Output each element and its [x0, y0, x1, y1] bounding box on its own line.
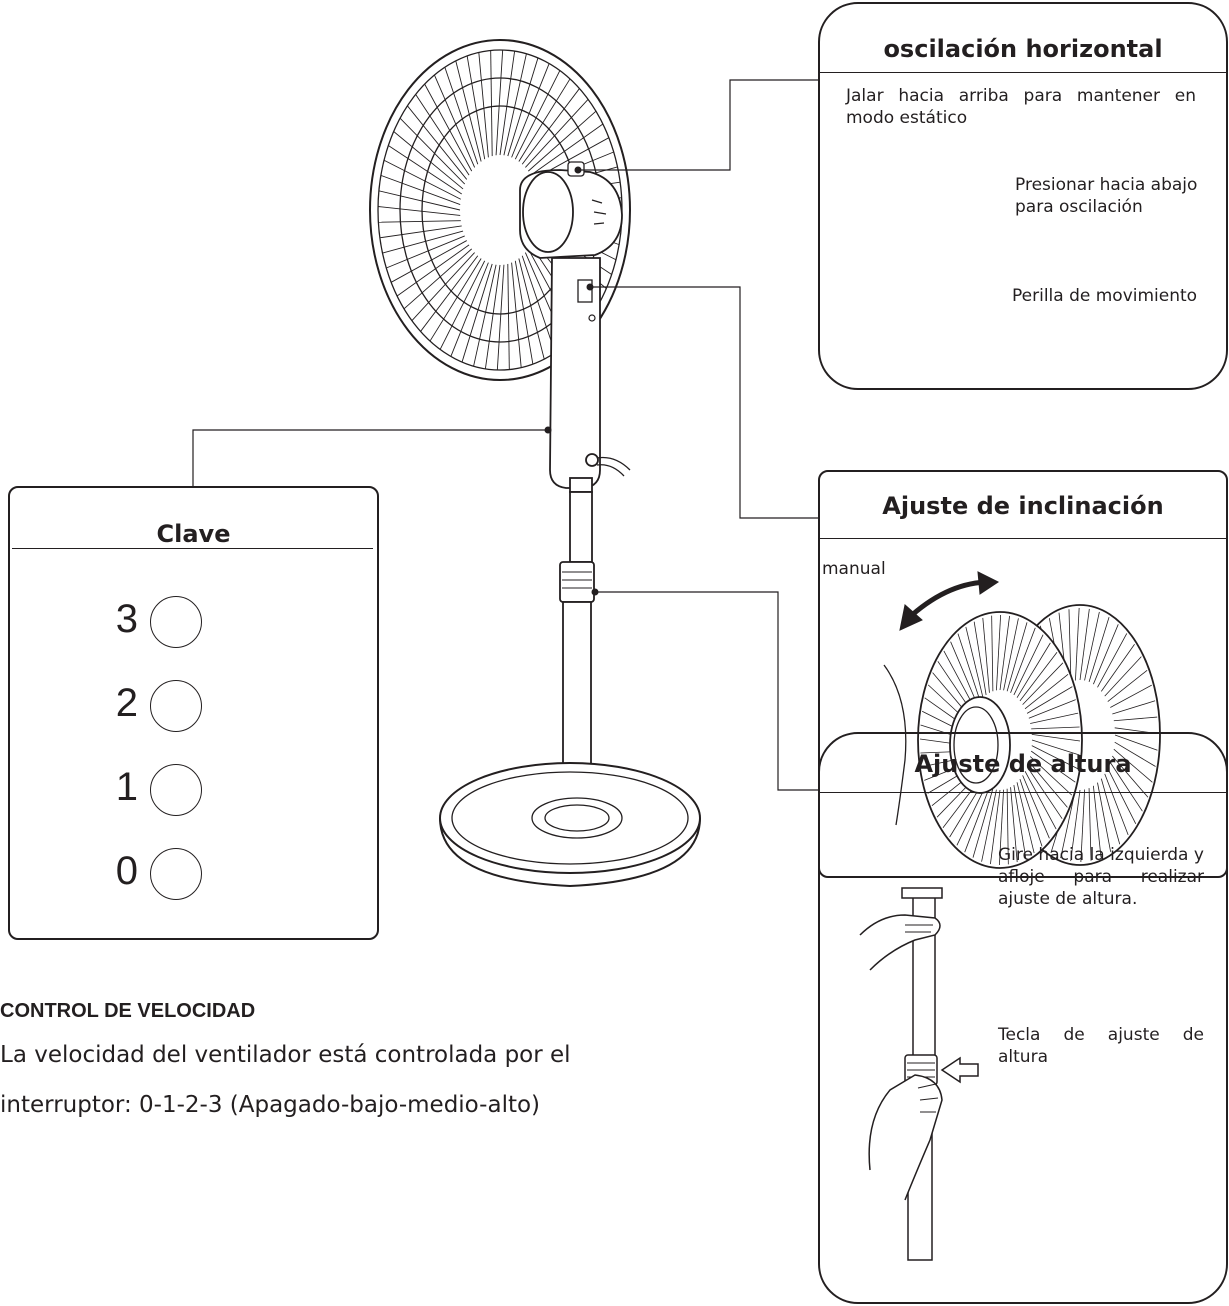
tilt-arrow	[899, 571, 999, 631]
key-switch-1	[150, 764, 202, 816]
leader-lines	[192, 79, 818, 791]
height-illustration	[859, 887, 979, 1261]
key-level-1: 1	[115, 765, 138, 809]
key-panel: Clave 3 2 1 0	[8, 486, 379, 940]
height-key-note: Tecla de ajuste de altura	[998, 1025, 1204, 1067]
speed-control-title: CONTROL DE VELOCIDAD	[0, 1000, 256, 1022]
fan-stand	[439, 257, 701, 888]
key-level-3: 3	[115, 597, 138, 641]
tilt-manual-label: manual	[822, 559, 886, 579]
height-rotate-note: Gire hacia la izquierda y afloje para re…	[998, 845, 1204, 909]
key-title: Clave	[156, 520, 231, 548]
tilt-illustration	[883, 604, 1161, 869]
tilt-divider	[820, 538, 1226, 539]
speed-control-line1: La velocidad del ventilador está control…	[0, 1042, 571, 1068]
height-title: Ajuste de altura	[914, 750, 1132, 778]
key-switch-3	[150, 596, 202, 648]
fan-head	[369, 39, 631, 381]
speed-control-line2: interruptor: 0-1-2-3 (Apagado-bajo-medio…	[0, 1092, 541, 1118]
key-switch-2	[150, 680, 202, 732]
tilt-panel: Ajuste de inclinación	[818, 470, 1228, 878]
key-divider	[12, 548, 373, 549]
pull-up-note: Jalar hacia arriba para mantener en modo…	[846, 86, 1196, 128]
height-panel: Ajuste de altura	[818, 732, 1228, 1304]
oscillation-title: oscilación horizontal	[883, 35, 1163, 63]
oscillation-divider	[820, 72, 1226, 73]
key-level-2: 2	[115, 681, 138, 725]
oscillation-panel: oscilación horizontal	[818, 2, 1228, 390]
key-level-0: 0	[115, 849, 138, 893]
height-divider	[820, 792, 1226, 793]
leader-dots	[544, 166, 599, 596]
knob-label: Perilla de movimiento	[1012, 286, 1198, 306]
key-switch-0	[150, 848, 202, 900]
press-down-note: Presionar hacia abajo para oscilación	[1015, 175, 1198, 217]
tilt-title: Ajuste de inclinación	[882, 492, 1164, 520]
